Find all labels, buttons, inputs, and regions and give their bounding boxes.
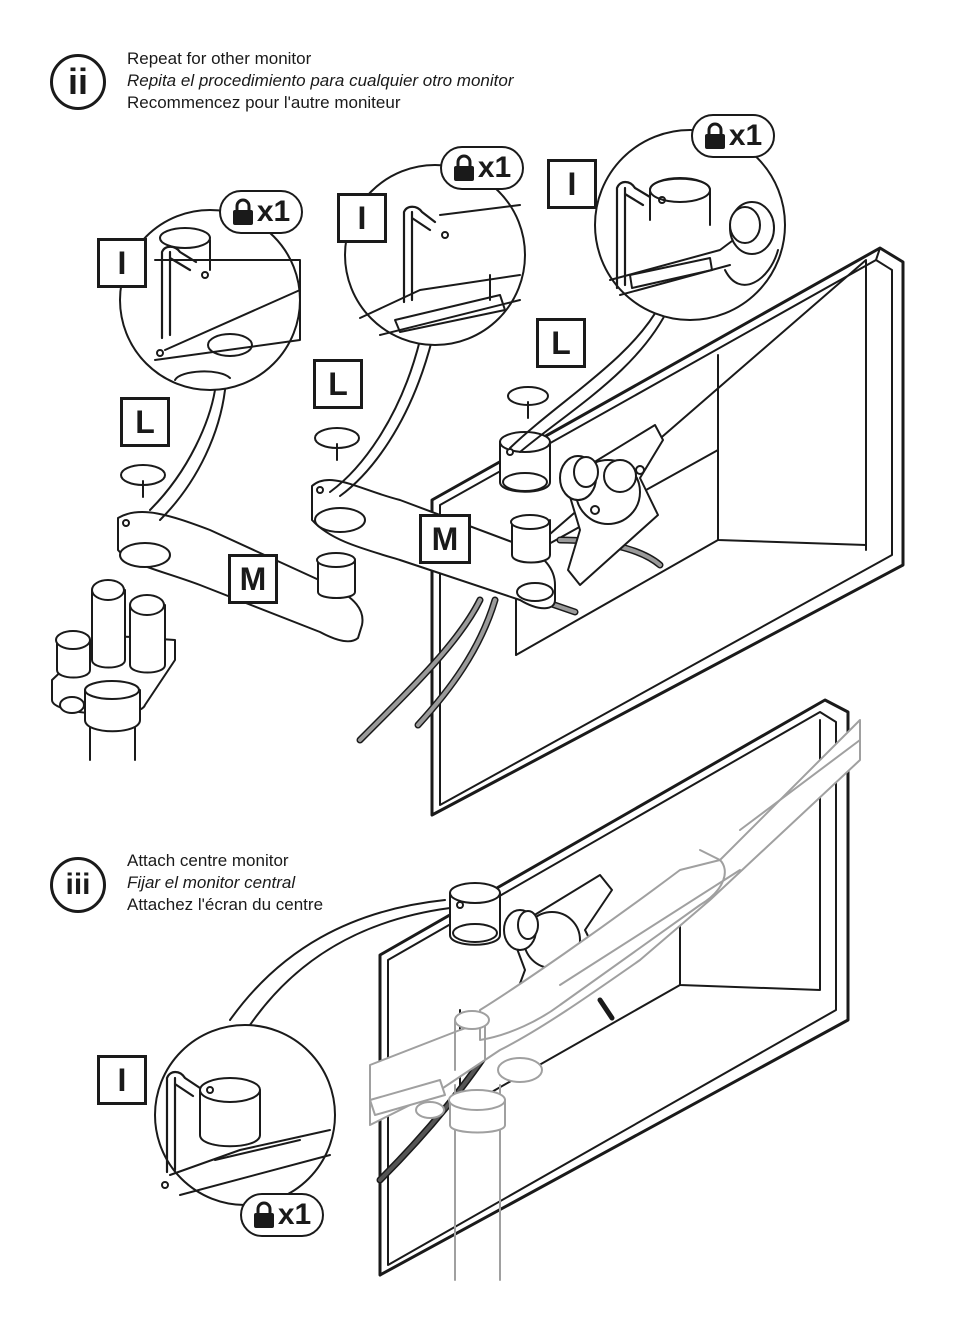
- part-label-i-top-left: I: [97, 238, 147, 288]
- lock-count-text: x1: [728, 119, 763, 152]
- lock-count-badge-right: x1: [691, 114, 775, 158]
- part-label-i-top-center: I: [337, 193, 387, 243]
- zoom-circle-center: [344, 164, 526, 346]
- part-label-i-text: I: [117, 1061, 127, 1098]
- part-label-l-center: L: [313, 359, 363, 409]
- lock-count-text: x1: [477, 151, 512, 184]
- lock-icon: [453, 154, 475, 182]
- right-monitor-back: [430, 246, 905, 817]
- step-ii-number: ii: [67, 61, 88, 102]
- part-label-l-text: L: [551, 324, 571, 361]
- part-label-i-text: I: [117, 244, 127, 281]
- part-label-m-text: M: [431, 520, 459, 557]
- screw-top-left: [120, 464, 166, 498]
- step-iii-badge: iii: [50, 857, 106, 913]
- part-label-i-text: I: [357, 199, 367, 236]
- tilt-knob-top: [559, 455, 599, 501]
- step-iii-text-es: Fijar el monitor central: [127, 873, 296, 892]
- lock-icon: [704, 122, 726, 150]
- part-label-l-right: L: [536, 318, 586, 368]
- lock-count-text: x1: [277, 1198, 312, 1231]
- lock-icon: [232, 198, 254, 226]
- step-iii-instructions: Attach centre monitor Fijar el monitor c…: [127, 850, 323, 916]
- part-label-m-left: M: [228, 554, 278, 604]
- top-right-post: [499, 431, 551, 493]
- bottom-right-post: [449, 882, 501, 946]
- part-label-l-left: L: [120, 397, 170, 447]
- step-ii-text-es: Repita el procedimiento para cualquier o…: [127, 71, 514, 90]
- lock-count-badge-center: x1: [440, 146, 524, 190]
- lock-icon: [253, 1201, 275, 1229]
- step-iii-text-fr: Attachez l'écran du centre: [127, 895, 324, 914]
- step-ii-text-en: Repeat for other monitor: [127, 49, 312, 68]
- lock-count-badge-left: x1: [219, 190, 303, 234]
- step-ii-text-fr: Recommencez pour l'autre moniteur: [127, 93, 401, 112]
- ghost-arms: [369, 719, 861, 1281]
- part-label-i-top-right: I: [547, 159, 597, 209]
- step-ii-badge: ii: [50, 54, 106, 110]
- part-label-l-text: L: [135, 403, 155, 440]
- zoom-circle-left: [119, 209, 301, 391]
- zoom-circle-right: [594, 129, 786, 321]
- screw-top-center: [314, 427, 360, 461]
- vesa-plate-top: [564, 424, 664, 586]
- base-column-top: [51, 579, 176, 761]
- step-iii-text-en: Attach centre monitor: [127, 851, 289, 870]
- part-label-m-text: M: [239, 560, 267, 597]
- step-ii-instructions: Repeat for other monitor Repita el proce…: [127, 48, 513, 114]
- part-label-i-bottom: I: [97, 1055, 147, 1105]
- step-iii-number: iii: [65, 868, 91, 901]
- part-label-m-center: M: [419, 514, 471, 564]
- screw-top-right: [507, 386, 549, 419]
- zoom-circle-bottom: [154, 1024, 336, 1206]
- lock-count-badge-bottom: x1: [240, 1193, 324, 1237]
- part-label-l-text: L: [328, 365, 348, 402]
- lock-count-text: x1: [256, 195, 291, 228]
- part-label-i-text: I: [567, 165, 577, 202]
